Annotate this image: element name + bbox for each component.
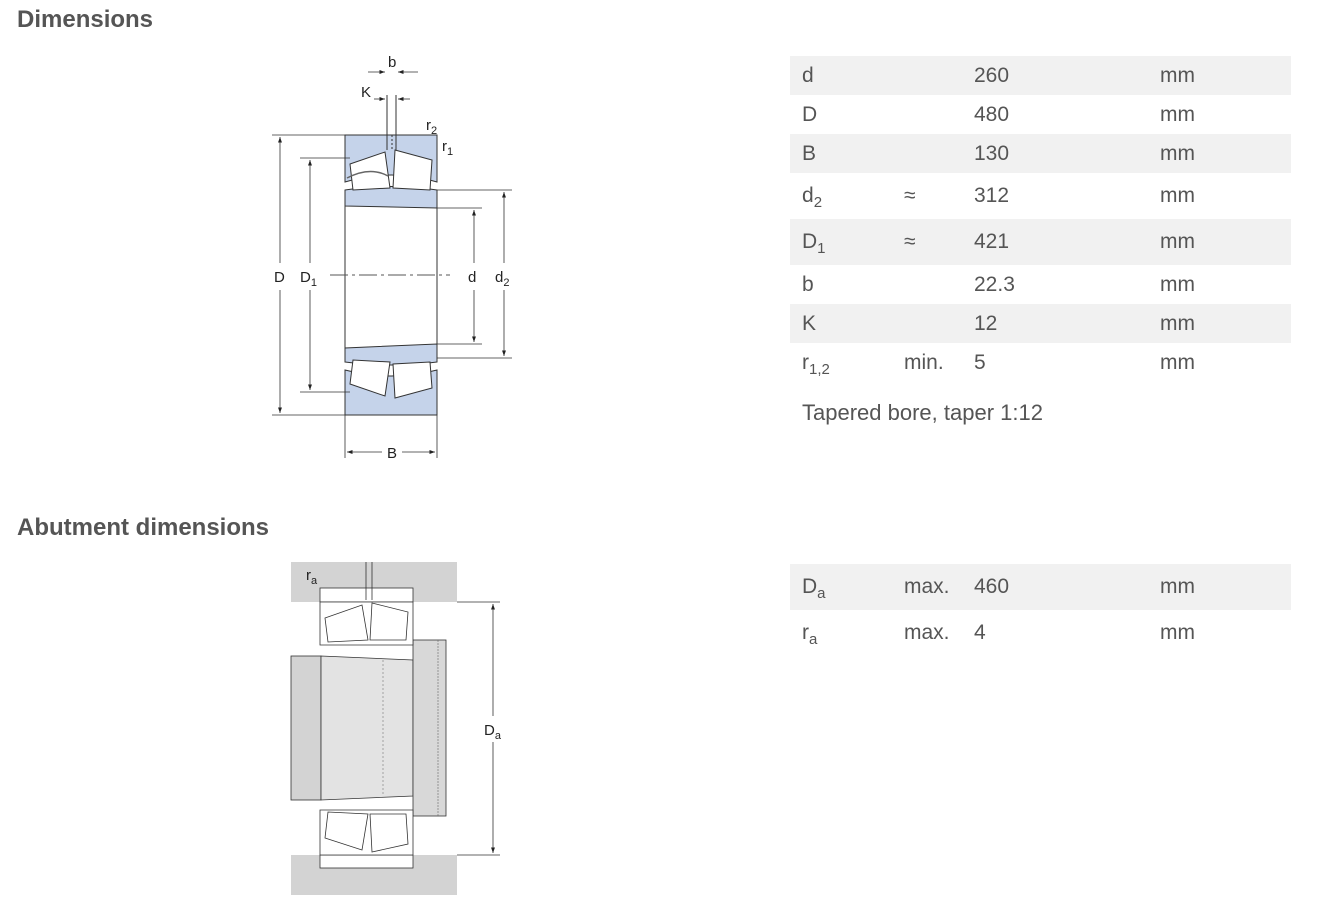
qualifier-cell <box>892 56 962 95</box>
dimensions-table: d 260 mm D 480 mm B 130 mm d2 ≈ 312 mm D… <box>790 56 1291 383</box>
label-b: b <box>388 54 396 71</box>
table-row: ra max. 4 mm <box>790 610 1291 656</box>
qualifier-cell: min. <box>904 351 944 374</box>
bearing-dimension-drawing: b K r2 r1 D D1 d d2 B <box>272 54 512 462</box>
symbol-cell: b <box>802 272 814 296</box>
unit-cell: mm <box>1160 351 1195 374</box>
table-row: d 260 mm <box>790 56 1291 95</box>
table-row: D 480 mm <box>790 95 1291 134</box>
unit-cell: mm <box>1148 134 1291 173</box>
symbol-cell: d <box>790 56 892 95</box>
value-cell: 421 <box>962 219 1148 265</box>
unit-cell: mm <box>1148 219 1291 265</box>
value-cell: 312 <box>974 184 1010 207</box>
table-row: K 12 mm <box>790 304 1291 343</box>
symbol-cell: D1 <box>790 219 892 265</box>
unit-cell: mm <box>1148 56 1291 95</box>
label-k: K <box>361 84 371 101</box>
symbol-cell: Da <box>790 564 892 610</box>
value-cell: 22.3 <box>974 272 1015 296</box>
dimensions-heading: Dimensions <box>17 6 154 33</box>
unit-cell: mm <box>1160 184 1195 207</box>
table-row: b 22.3 mm <box>790 265 1291 304</box>
symbol-cell: d2 <box>802 184 823 211</box>
unit-cell: mm <box>1160 272 1195 296</box>
symbol-cell: ra <box>802 621 818 648</box>
symbol-cell: D <box>802 102 818 126</box>
abutment-table: Da max. 460 mm ra max. 4 mm <box>790 564 1291 656</box>
table-row: D1 ≈ 421 mm <box>790 219 1291 265</box>
label-r2: r2 <box>426 117 437 137</box>
unit-cell: mm <box>1148 564 1291 610</box>
label-d-outer: D <box>274 269 285 286</box>
qualifier-cell: max. <box>892 564 962 610</box>
label-ra: ra <box>306 567 318 587</box>
symbol-cell: r1,2 <box>802 351 830 378</box>
qualifier-cell <box>892 304 962 343</box>
unit-cell: mm <box>1160 102 1195 126</box>
value-cell: 480 <box>974 102 1010 126</box>
symbol-cell: K <box>790 304 892 343</box>
qualifier-cell <box>892 265 962 304</box>
value-cell: 4 <box>974 621 986 644</box>
value-cell: 130 <box>962 134 1148 173</box>
qualifier-cell: max. <box>904 621 950 644</box>
qualifier-cell <box>892 95 962 134</box>
qualifier-cell: ≈ <box>904 184 916 207</box>
value-cell: 5 <box>974 351 986 374</box>
unit-cell: mm <box>1160 621 1195 644</box>
label-b-width: B <box>387 445 397 462</box>
symbol-cell: B <box>790 134 892 173</box>
value-cell: 260 <box>962 56 1148 95</box>
label-d2: d2 <box>495 269 509 289</box>
unit-cell: mm <box>1148 304 1291 343</box>
label-r1: r1 <box>442 138 453 158</box>
bore-note: Tapered bore, taper 1:12 <box>802 400 1043 425</box>
table-row: Da max. 460 mm <box>790 564 1291 610</box>
qualifier-cell: ≈ <box>892 219 962 265</box>
abutment-drawing: Da ra <box>290 562 502 895</box>
qualifier-cell <box>892 134 962 173</box>
label-d1: D1 <box>300 269 317 289</box>
value-cell: 12 <box>962 304 1148 343</box>
table-row: B 130 mm <box>790 134 1291 173</box>
table-row: d2 ≈ 312 mm <box>790 173 1291 219</box>
label-d-bore: d <box>468 269 476 286</box>
abutment-heading: Abutment dimensions <box>17 514 270 541</box>
value-cell: 460 <box>962 564 1148 610</box>
table-row: r1,2 min. 5 mm <box>790 343 1291 383</box>
label-da: Da <box>484 722 502 742</box>
